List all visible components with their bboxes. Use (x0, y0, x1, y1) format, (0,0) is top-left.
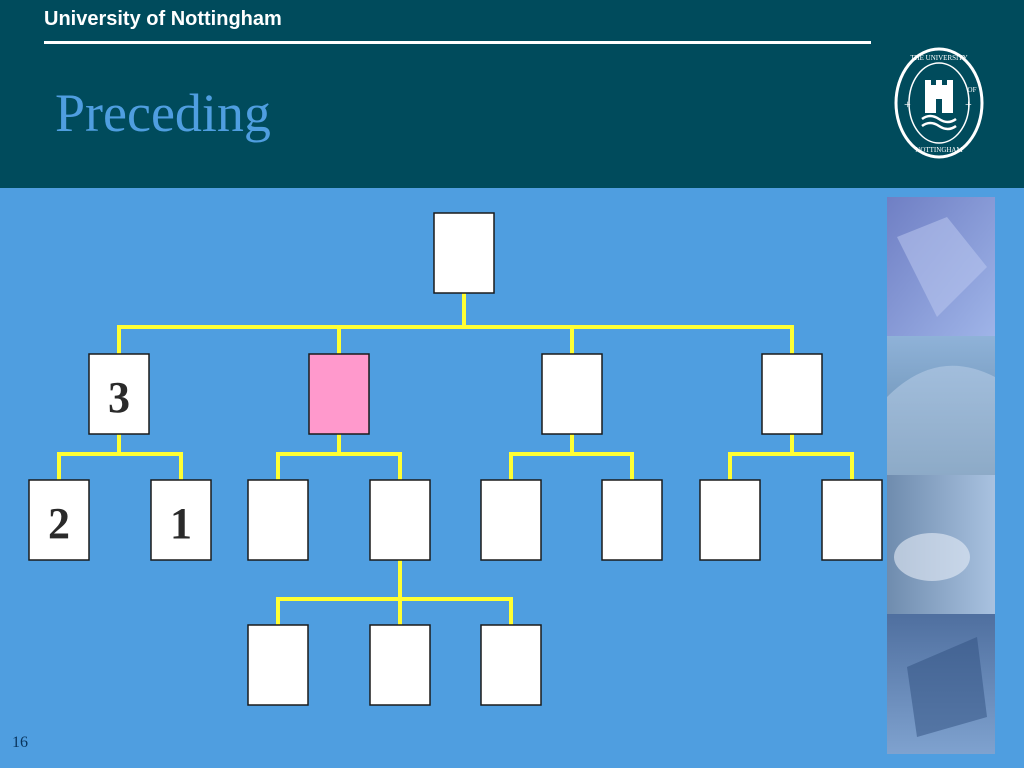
tree-node-l2-3 (369, 479, 431, 561)
tree-node-root (433, 212, 495, 294)
tree-node-l3-0 (247, 624, 309, 706)
tree-node-l2-1-label: 1 (170, 499, 192, 548)
university-crest-icon: + + THE UNIVERSITY OF NOTTINGHAM (894, 47, 984, 159)
header-divider (44, 41, 871, 44)
tree-node-l1-0-label: 3 (108, 373, 130, 422)
tree-node-l3-1 (369, 624, 431, 706)
slide-title: Preceding (55, 83, 271, 143)
svg-text:THE UNIVERSITY: THE UNIVERSITY (910, 54, 967, 62)
tree-node-l1-0 (88, 353, 150, 435)
tree-node-l2-2 (247, 479, 309, 561)
svg-text:OF: OF (968, 86, 977, 94)
photo-strip (887, 197, 995, 754)
photo-campus-building (887, 336, 995, 475)
tree-node-l2-5 (601, 479, 663, 561)
tree-node-l2-0-label: 2 (48, 499, 70, 548)
university-name: University of Nottingham (44, 8, 282, 30)
tree-node-l2-4 (480, 479, 542, 561)
page-number: 16 (12, 734, 28, 751)
tree-node-l1-1 (308, 353, 370, 435)
header-band: University of Nottingham Preceding + + T… (0, 0, 1024, 188)
tree-node-l1-3 (761, 353, 823, 435)
tree-node-l2-6 (699, 479, 761, 561)
svg-text:+: + (965, 97, 972, 111)
svg-text:NOTTINGHAM: NOTTINGHAM (915, 146, 963, 154)
tree-node-l3-2 (480, 624, 542, 706)
svg-text:+: + (904, 97, 911, 111)
tree-node-l2-1 (150, 479, 212, 561)
tree-node-l2-0 (28, 479, 90, 561)
tree-node-l1-2 (541, 353, 603, 435)
tree-node-l2-7 (821, 479, 883, 561)
